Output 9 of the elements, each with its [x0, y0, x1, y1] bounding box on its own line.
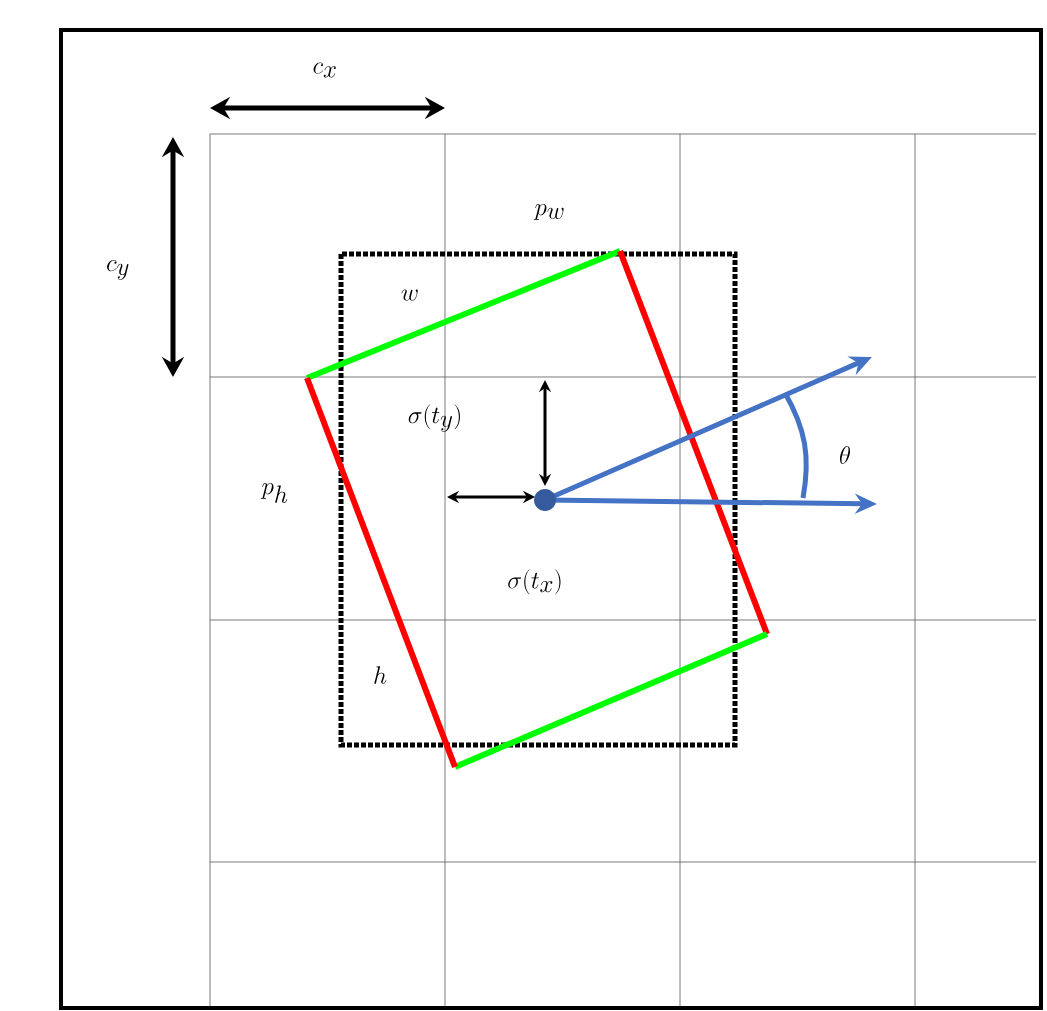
math-label: $p_h$ [260, 483, 288, 503]
math-label: $\theta$ [840, 446, 850, 464]
math-label: $h$ [374, 666, 387, 684]
math-label: $c_x$ [313, 62, 336, 78]
math-label: $\sigma(t_y)$ [408, 404, 460, 432]
math-label: $w$ [401, 289, 418, 301]
math-label: $p_w$ [533, 203, 564, 220]
math-label: $c_y$ [107, 260, 129, 280]
math-label: $\sigma(t_x)$ [508, 569, 561, 595]
